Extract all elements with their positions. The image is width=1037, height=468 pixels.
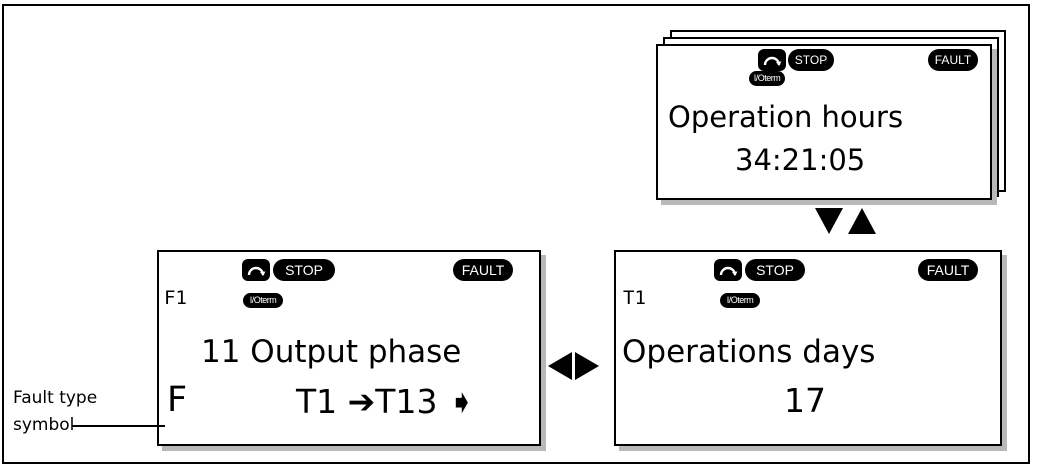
display-line-2: 34:21:05 — [735, 143, 866, 177]
rotation-icon — [758, 49, 786, 71]
display-line-1: Operation hours — [668, 100, 904, 134]
fault-badge: FAULT — [453, 259, 513, 281]
ioterm-badge: I/Oterm — [749, 71, 785, 86]
rotation-icon — [242, 259, 270, 281]
display-line-1: Operations days — [622, 334, 876, 370]
ioterm-badge: I/Oterm — [243, 293, 283, 308]
callout-label-line-1: Fault type — [13, 388, 98, 408]
scroll-right-icon — [575, 352, 599, 385]
callout-leader-line — [72, 425, 165, 427]
scroll-up-icon — [848, 208, 876, 239]
scroll-left-icon — [548, 352, 572, 385]
display-line-1: 11 Output phase — [201, 334, 462, 370]
operation-hours-panel: STOP FAULT I/Oterm Operation hours 34:21… — [656, 44, 992, 200]
fault-badge: FAULT — [928, 49, 978, 71]
display-line-2: T1 ➔T13 ➧ — [296, 382, 476, 421]
fault-type-symbol: F — [167, 380, 188, 420]
callout-label-line-2: symbol — [13, 415, 75, 435]
display-line-2: 17 — [784, 381, 826, 420]
menu-code-indicator: T1 — [623, 287, 646, 309]
stop-badge: STOP — [788, 49, 834, 71]
fault-code-indicator: F1 — [164, 287, 187, 309]
operations-days-panel: STOP FAULT I/Oterm T1 Operations days 17 — [614, 250, 1002, 446]
ioterm-badge: I/Oterm — [720, 293, 760, 308]
fault-display-panel: STOP FAULT I/Oterm F1 11 Output phase F … — [157, 250, 541, 446]
rotation-icon — [714, 259, 742, 281]
stop-badge: STOP — [745, 259, 805, 281]
scroll-down-icon — [815, 208, 843, 239]
stop-badge: STOP — [273, 259, 335, 281]
figure-frame — [2, 4, 1030, 464]
fault-badge: FAULT — [918, 259, 978, 281]
